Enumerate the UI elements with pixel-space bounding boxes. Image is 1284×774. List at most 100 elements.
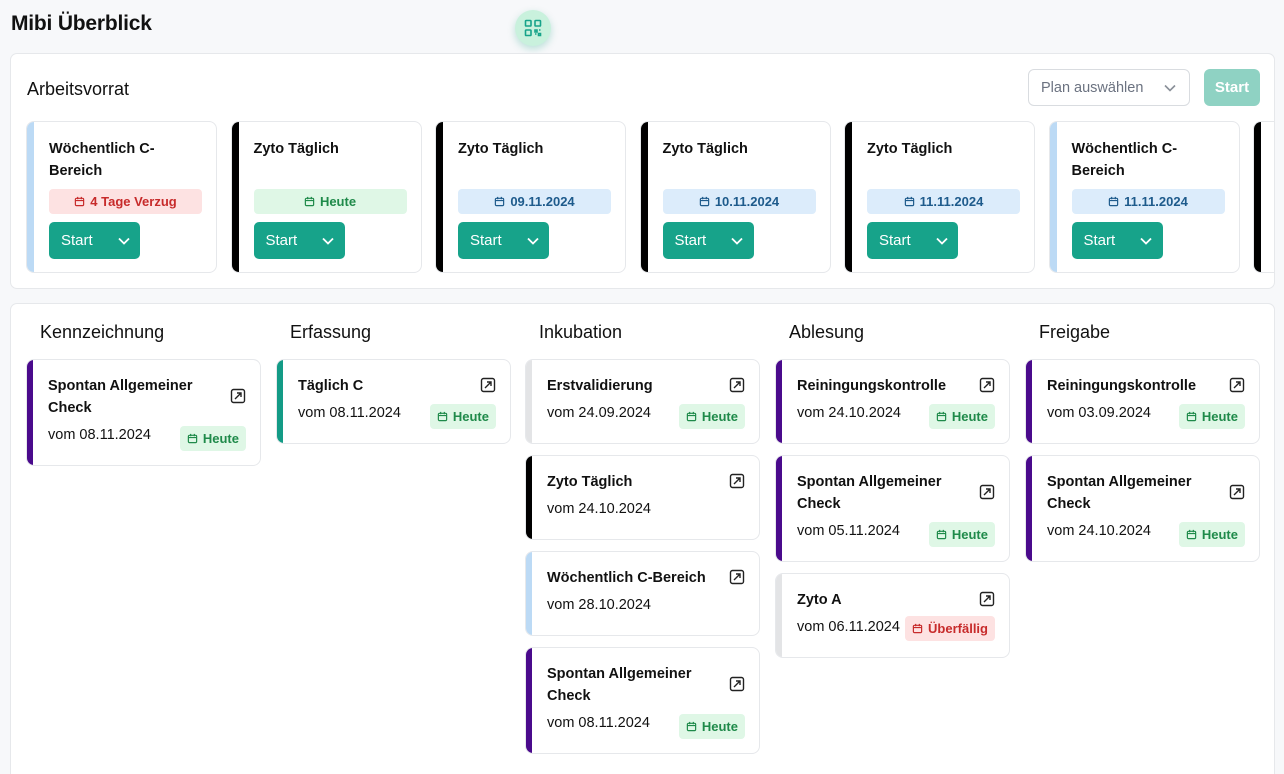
start-button-label: Start [879,232,911,249]
task-card[interactable]: Zyto Täglich vom 24.10.2024 [525,455,760,540]
due-badge: 11.11.2024 [867,189,1020,214]
open-external-icon [979,591,995,607]
open-task-button[interactable] [480,377,496,398]
due-badge-label: Überfällig [928,621,988,636]
task-card[interactable]: Spontan Allgemeiner Check vom 24.10.2024… [1025,455,1260,562]
card-accent [526,360,532,443]
calendar-icon [936,529,947,540]
due-badge: Heute [429,404,496,429]
start-dropdown-toggle[interactable] [925,234,958,248]
start-button-label: Start [61,232,93,249]
open-task-button[interactable] [729,569,745,590]
task-card[interactable]: Reiningungskontrolle vom 24.10.2024 Heut… [775,359,1010,444]
start-dropdown-toggle[interactable] [721,234,754,248]
qr-code-button[interactable] [515,10,551,46]
calendar-icon [495,196,505,207]
due-badge-label: 09.11.2024 [510,194,575,209]
open-external-icon [729,377,745,393]
card-accent [1026,456,1032,561]
calendar-icon [912,623,923,634]
task-card-date: vom 24.10.2024 [1047,523,1151,539]
task-card[interactable]: Erstvalidierung vom 24.09.2024 Heute [525,359,760,444]
calendar-icon [1108,196,1119,207]
open-external-icon [979,377,995,393]
task-card-date: vom 08.11.2024 [48,427,151,443]
column-title: Kennzeichnung [40,322,165,342]
task-card-title: Zyto A [797,592,842,608]
due-badge: Heute [179,426,246,451]
start-split-button[interactable]: Start [662,222,754,259]
start-split-button[interactable]: Start [458,222,549,259]
column-title: Ablesung [789,322,865,342]
due-badge-label: 11.11.2024 [1124,194,1188,209]
backlog-card-title: Wöchentlich C-Bereich [1071,141,1178,179]
task-card-date: vom 28.10.2024 [547,597,651,613]
due-badge: Heute [253,189,407,214]
due-badge: Überfällig [905,616,995,641]
open-task-button[interactable] [729,473,745,494]
calendar-icon [904,196,914,207]
open-task-button[interactable] [1229,484,1245,505]
start-dropdown-toggle[interactable] [107,234,140,248]
open-task-button[interactable] [979,591,995,612]
card-accent [776,456,782,561]
card-accent [27,360,33,465]
task-card-title: Täglich C [298,378,364,394]
chevron-down-icon [1140,237,1152,245]
calendar-icon [936,411,947,422]
due-badge: 09.11.2024 [458,189,611,214]
card-accent [277,360,283,443]
task-card-date: vom 06.11.2024 [797,619,900,635]
start-dropdown-toggle[interactable] [312,234,345,248]
task-card[interactable]: Täglich C vom 08.11.2024 Heute [276,359,511,444]
due-badge: Heute [1178,522,1245,547]
backlog-card-partial [1253,121,1274,273]
due-badge-label: Heute [951,409,988,424]
task-card[interactable]: Spontan Allgemeiner Check vom 08.11.2024… [26,359,261,466]
open-external-icon [1229,484,1245,500]
task-card[interactable]: Spontan Allgemeiner Check vom 08.11.2024… [525,647,760,754]
backlog-card-title: Zyto Täglich [867,141,953,157]
calendar-icon [75,196,85,207]
open-task-button[interactable] [230,388,246,409]
due-badge-label: Heute [1201,527,1238,542]
card-accent [1049,122,1057,272]
task-card[interactable]: Spontan Allgemeiner Check vom 05.11.2024… [775,455,1010,562]
start-split-button[interactable]: Start [1071,222,1163,259]
task-card-date: vom 03.09.2024 [1047,405,1151,421]
open-task-button[interactable] [979,377,995,398]
due-badge-label: Heute [701,409,738,424]
due-badge-label: Heute [202,431,239,446]
due-badge: Heute [678,404,745,429]
start-split-button[interactable]: Start [49,222,140,259]
open-external-icon [729,676,745,692]
open-external-icon [729,569,745,585]
backlog-card-title: Zyto Täglich [662,141,748,157]
backlog-card-title: Zyto Täglich [458,141,544,157]
open-external-icon [729,473,745,489]
backlog-card: Zyto Täglich 10.11.2024 Start [639,121,831,273]
open-external-icon [1229,377,1245,393]
backlog-card: Zyto Täglich 11.11.2024 Start [844,121,1035,273]
task-card-title: Zyto Täglich [547,474,633,490]
start-dropdown-toggle[interactable] [1130,234,1163,248]
task-card[interactable]: Wöchentlich C-Bereich vom 28.10.2024 [525,551,760,636]
open-task-button[interactable] [729,377,745,398]
task-card[interactable]: Reiningungskontrolle vom 03.09.2024 Heut… [1025,359,1260,444]
card-accent [640,122,648,272]
open-task-button[interactable] [1229,377,1245,398]
start-split-button[interactable]: Start [867,222,958,259]
task-card-title: Spontan Allgemeiner Check [48,378,193,416]
task-card-date: vom 08.11.2024 [298,405,401,421]
plan-select[interactable]: Plan auswählen [1028,69,1190,106]
task-card-title: Erstvalidierung [547,378,653,394]
card-accent [845,122,852,272]
card-accent [526,456,532,539]
open-task-button[interactable] [729,676,745,697]
open-task-button[interactable] [979,484,995,505]
task-card[interactable]: Zyto A vom 06.11.2024 Überfällig [775,573,1010,658]
start-dropdown-toggle[interactable] [516,234,549,248]
start-split-button[interactable]: Start [253,222,345,259]
chevron-down-icon [1164,84,1176,92]
start-plan-button[interactable]: Start [1204,69,1260,106]
